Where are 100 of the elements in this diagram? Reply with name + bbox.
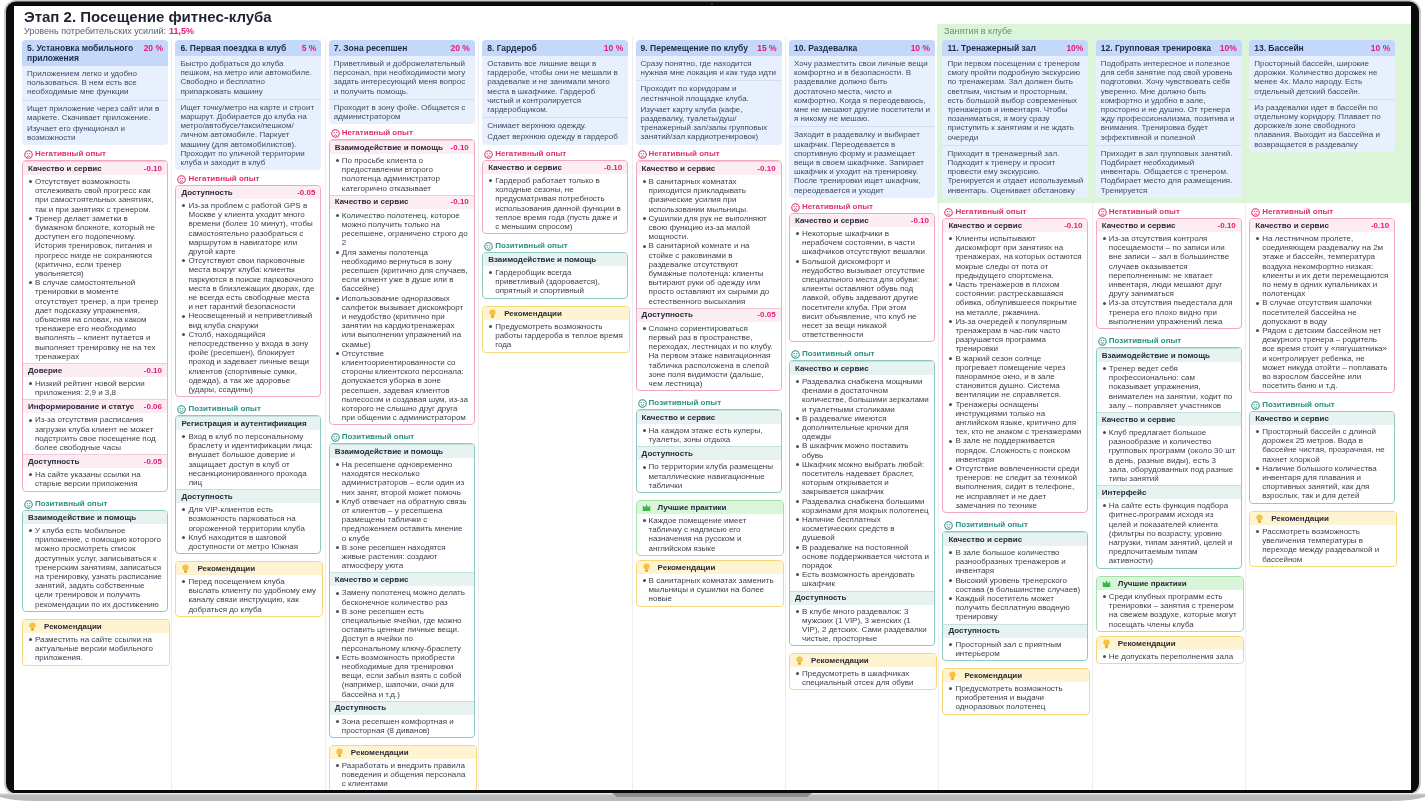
- stage-card: [22, 40, 168, 146]
- action-text: Приходит в тренажерный зал. Подходит к тренеру и просит провести ему экскурсию. Тренируется и отдает используемый инвентарь. Оценивает обстановку: [947, 148, 1084, 195]
- section-title: Качество и сервис: [1255, 413, 1329, 424]
- stage-title: 9. Перемещение по клубу: [640, 43, 748, 53]
- recommendation-card: [175, 561, 324, 617]
- section-title: Рекомендации: [44, 621, 102, 632]
- bullet-text: Большой дискомфорт и неудобство вызывает отсутствие специального места для обуви: клиенты оставляют обувь под лавкой, обувь задевают другие посетители клуба. При этом висит объявление, что клуб не несет за вещи никакой ответственности: [802, 256, 926, 340]
- section-title: Качество и сервис: [948, 220, 1023, 231]
- bullet-text: Из-за проблем с работой GPS в Москве у клиента уходит много времени (более 10 минут), чтобы самостоятельно разобраться с маршрутом в навигаторе или другой карте: [188, 201, 314, 257]
- section-title: Взаимодействие и помощь: [1101, 350, 1210, 361]
- section-title: Информирование и статус: [28, 401, 135, 412]
- bullet-text: Есть возможность арендовать шкафчик: [802, 570, 916, 589]
- expectation-text: Приложением легко и удобно пользоваться. В нем есть все необходимые мне функции: [27, 69, 138, 97]
- tag-label: Позитивный опыт: [1262, 400, 1335, 410]
- card-section: [943, 623, 1088, 661]
- bullet-text: Разместить на сайте ссылки на актуальные версии мобильного приложения.: [35, 635, 154, 663]
- effort-percent: 10 %: [910, 43, 930, 53]
- section-title: Взаимодействие и помощь: [28, 512, 137, 523]
- bullet-text: Предусмотреть возможность приобретения и выдачи одноразовых полотенец: [955, 684, 1064, 712]
- recommendation-card: [1095, 636, 1244, 665]
- bullet-text: Не допускать переполнения зала: [1108, 652, 1234, 662]
- bullet-text: Высокий уровень тренерского состава (в большинстве случаев): [955, 575, 1082, 594]
- bullet-text: На ресепшене одновременно находятся несколько администраторов – если один из них занят, второй может помочь: [341, 460, 466, 497]
- section-title: Качество и сервис: [795, 363, 869, 374]
- expectation-text: Приветливый и доброжелательный персонал, при необходимости могу задать интересующий меня вопрос и получить помощь.: [333, 59, 467, 96]
- best-practice-card: [635, 500, 784, 556]
- action-text: Изучает карту клуба (кафе, раздевалку, туалеты/душ/тренажерный зал/залы групповых занятий/зал кардиотренировок): [640, 104, 769, 142]
- bullet-text: Отсутствие клиентоориентированности со стороны клиентского персонала: допускается уборка в зоне ресепшен, задевая клиентов пылесосом и создавая шум, из-за которого не слышно друг друга при общении с администратором: [341, 348, 469, 423]
- bullet-text: В санитарной комнате и на стойке с раковинами в раздевалке отсутствуют бумажные полотенца: клиенты вытирают руки об одежду или просто оставляют их сырыми до естественного высыхания: [648, 241, 771, 306]
- tag-label: Негативный опыт: [35, 149, 107, 159]
- bullet-text: Раздевалка снабжена мощными фенами в достаточном количестве, большими зеркалами и туалетными столиками: [802, 377, 929, 414]
- stage-card: [328, 40, 475, 125]
- effort-percent: 10 %: [1370, 43, 1391, 53]
- bullet-text: Из-за отсутствия контроля посещаемости – по записи или вне записи – зал в большинстве случаев оказывается переполненным: не хватает инвентаря, люди мешают друг другу заниматься: [1108, 234, 1231, 299]
- tag-label: Позитивный опыт: [495, 241, 568, 251]
- bullet-text: Разработать и внедрить правила поведения и общения персонала с клиентами: [341, 761, 467, 789]
- card-section: [329, 572, 474, 701]
- stage-title: 10. Раздевалка: [794, 43, 858, 53]
- expectation-text: При первом посещении с тренером смогу пройти подробную экскурсию по тренажерам. Зал должен быть светлым, чистым и просторным, есть большой выбор современных тренажеров и инвентаря. Чтобы позаниматься, я могу сразу приступить к занятиям и не ждать очереди: [947, 59, 1082, 142]
- expectation-text: Просторный бассейн, широкие дорожки. Количество дорожек не менее 4х. Мало народу. Есть отдельный детский бассейн.: [1254, 59, 1379, 96]
- section-title: Рекомендации: [1271, 513, 1329, 524]
- effort-percent: 10%: [1066, 43, 1084, 53]
- section-title: Доступность: [641, 448, 693, 459]
- bullet-text: Каждое помещение имеет табличку с надписью его назначения на русском и английском языке: [648, 516, 748, 553]
- bullet-text: Есть возможность приобрести необходимые для тренировки вещи, если забыл взять с собой (например, шапочки, очки для бассейна и т.д.): [341, 652, 463, 699]
- section-title: Качество и сервис: [334, 574, 409, 585]
- section-title: Интерфейс: [1101, 487, 1147, 498]
- score-value: -0.10: [1370, 220, 1390, 231]
- bullet-text: Отсутствуют свои парковочные места вокруг клуба: клиенты паркуются в поиске парковочного места в близлежащих дворах, где не всегда есть свободные места и нет гарантий безопасности: [188, 256, 316, 312]
- section-title: Качество и сервис: [488, 162, 562, 173]
- action-text: Проходит в зону фойе. Общается с администратором: [333, 102, 467, 122]
- tag-label: Позитивный опыт: [955, 520, 1028, 530]
- bullet-text: В случае самостоятельной тренировки в моменте отсутствует тренер, а при тренер дает подсказку упражнения, объясняя на словах, на каком тренажере его необходимо выполнять – клиент путается и выполняет тренировку не на тех тренажерах: [35, 278, 160, 362]
- page-title: Этап 2. Посещение фитнес-клуба: [24, 8, 272, 26]
- expectation-text: Хочу разместить свои личные вещи комфортно и в безопасности. В раздевалке должно быть достаточно места, чисто и комфортно. Когда я переодеваюсь, мне не мешают другие посетители и я никому не мешаю.: [794, 59, 930, 124]
- card-section: [1096, 348, 1241, 412]
- action-text: Ищет приложение через сайт или в маркете. Скачивает приложение.: [27, 103, 161, 122]
- section-title: Взаимодействие и помощь: [488, 254, 597, 265]
- effort-percent: 15 %: [757, 43, 777, 53]
- score-value: -0.06: [143, 401, 162, 412]
- recommendation-card: [1249, 511, 1398, 567]
- score-value: -0.10: [1064, 220, 1083, 231]
- stage-title: 6. Первая поездка в клуб: [180, 43, 287, 53]
- section-title: Доступность: [181, 491, 233, 502]
- tag-label: Негативный опыт: [341, 128, 413, 138]
- effort-percent: 20 %: [143, 43, 163, 53]
- section-title: Рекомендации: [1117, 638, 1176, 649]
- bullet-text: Использование одноразовых салфеток вызывает дискомфорт и неудобство (критично при занятии на кардиотренажерах или выполнении упражнений на скамье): [341, 293, 465, 349]
- stage-title: 11. Тренажерный зал: [947, 43, 1036, 53]
- tag-label: Негативный опыт: [955, 207, 1027, 217]
- card-section: [329, 194, 474, 425]
- bullet-text: У клуба есть мобильное приложение, с помощью которого можно просмотреть список доступных услуг, записываться к тренерским занятиям, записаться на тренировку, узнать расписание занятий, задать собственные цели тренировок и получить рекомендации по их достижению: [35, 526, 162, 609]
- section-title: Качество и сервис: [334, 197, 409, 208]
- section-title: Качество и сервис: [1101, 414, 1176, 425]
- bullet-text: В раздевалке имеются дополнительные крючки для одежды: [802, 413, 910, 442]
- stage-card: [789, 40, 935, 198]
- bullet-text: Предусмотреть возможность работы гардероба в теплое время года: [495, 322, 624, 350]
- effort-percent: 10%: [1219, 43, 1237, 53]
- card-section: [1096, 485, 1241, 568]
- stage-card: [635, 40, 782, 145]
- recommendation-card: [942, 668, 1091, 715]
- bullet-text: Часть тренажеров в плохом состоянии: растрескавшаяся обивка, облупившееся покрытие на металле, ржавчина.: [955, 280, 1079, 317]
- bullet-text: Каждый посетитель может получить бесплатную вводную тренировку: [955, 594, 1071, 622]
- card-section: [23, 363, 167, 400]
- tag-label: Негативный опыт: [1262, 207, 1334, 217]
- card-section: [329, 700, 474, 738]
- bullet-text: Отсутствие вовлеченности среди тренеров: не следит за техникой выполнения, сидит в телефоне, не исправляет и не дает замечания по технике: [955, 464, 1081, 511]
- score-value: -0.10: [450, 142, 469, 153]
- score-value: -0.05: [297, 187, 316, 198]
- bullet-text: В шкафчик можно поставить обувь: [802, 441, 910, 460]
- section-title: Качество и сервис: [641, 412, 716, 423]
- score-value: -0.10: [450, 197, 469, 208]
- bullet-text: Клуб находится в шаговой доступности от метро Южная: [188, 532, 299, 552]
- card-section: [790, 361, 934, 591]
- card-section: [176, 489, 321, 554]
- section-title: Качество и сервис: [795, 215, 869, 226]
- bullet-text: Тренажеры оснащены инструкциями только на английском языке, критично для тех, кто не знаком с тренажерами: [955, 399, 1083, 437]
- recommendation-card: [789, 653, 937, 691]
- tag-label: Позитивный опыт: [188, 404, 261, 414]
- stage-title: 5. Установка мобильного приложения: [27, 43, 135, 63]
